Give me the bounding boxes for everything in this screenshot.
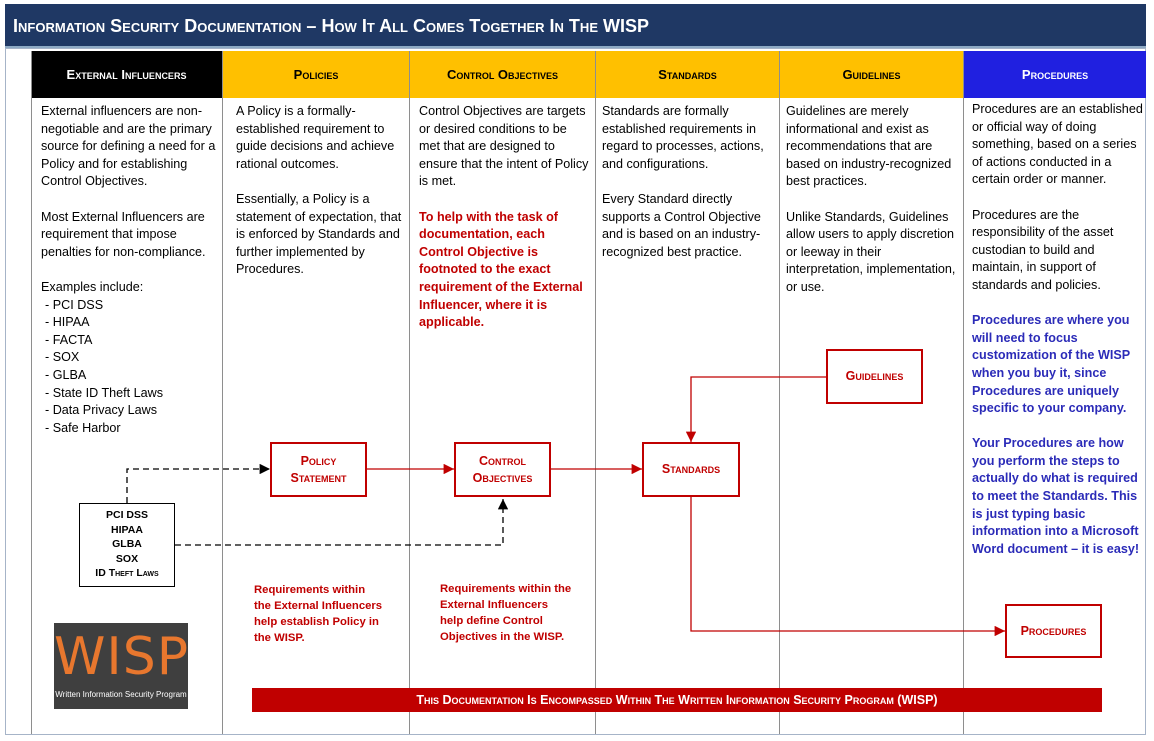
procedures-para-2: Procedures are the responsibility of the… xyxy=(972,207,1114,292)
examples-list: PCI DSS HIPAA FACTA SOX GLBA State ID Th… xyxy=(41,297,219,438)
standards-box: Standards xyxy=(642,442,740,497)
controls-description: Control Objectives are targets or desire… xyxy=(419,103,591,349)
header-external-influencers: External Influencers xyxy=(31,51,222,98)
header-standards: Standards xyxy=(596,51,779,98)
external-influencers-box: PCI DSS HIPAA GLBA SOX ID Theft Laws xyxy=(79,503,175,587)
example-item: Safe Harbor xyxy=(45,420,219,438)
policies-description: A Policy is a formally-established requi… xyxy=(236,103,404,297)
example-item: SOX xyxy=(45,349,219,367)
guidelines-description: Guidelines are merely informational and … xyxy=(786,103,958,314)
procedures-para-1: Procedures are an established or officia… xyxy=(972,102,1143,187)
controls-para-2: To help with the task of documentation, … xyxy=(419,209,583,330)
standards-para-2: Every Standard directly supports a Contr… xyxy=(602,191,761,259)
ext-to-policy-arrow xyxy=(126,463,270,503)
procedures-box: Procedures xyxy=(1005,604,1102,658)
examples-intro: Examples include: xyxy=(41,279,144,294)
procedures-description: Procedures are an established or officia… xyxy=(972,101,1144,576)
ext-list-item: ID Theft Laws xyxy=(95,567,159,579)
header-procedures: Procedures xyxy=(964,51,1146,98)
ext-list-item: HIPAA xyxy=(111,523,143,536)
wisp-logo: WISP Written Information Security Progra… xyxy=(54,623,188,709)
header-guidelines: Guidelines xyxy=(780,51,963,98)
policy-note: Requirements within the External Influen… xyxy=(254,584,383,644)
external-para-2: Most External Influencers are requiremen… xyxy=(41,209,206,259)
header-control-objectives: Control Objectives xyxy=(410,51,595,98)
external-description: External influencers are non-negotiable … xyxy=(41,103,219,437)
guidelines-para-1: Guidelines are merely informational and … xyxy=(786,104,952,189)
column-divider xyxy=(595,51,596,734)
column-divider xyxy=(31,51,32,734)
procedures-para-4: Your Procedures are how you perform the … xyxy=(972,436,1140,556)
column-divider xyxy=(963,51,964,734)
column-divider xyxy=(409,51,410,734)
logo-word: WISP xyxy=(54,627,190,687)
example-item: GLBA xyxy=(45,367,219,385)
header-policies: Policies xyxy=(223,51,409,98)
logo-subtitle: Written Information Security Program xyxy=(55,690,187,699)
external-para-1: External influencers are non-negotiable … xyxy=(41,104,216,189)
control-note: Requirements within the External Influen… xyxy=(440,583,572,643)
example-item: PCI DSS xyxy=(45,297,219,315)
procedures-para-3: Procedures are where you will need to fo… xyxy=(972,313,1130,416)
policies-para-1: A Policy is a formally-established requi… xyxy=(236,104,395,171)
guidelines-box: Guidelines xyxy=(826,349,923,404)
page-title: Information Security Documentation – How… xyxy=(5,4,1146,48)
standards-description: Standards are formally established requi… xyxy=(602,103,775,279)
example-item: HIPAA xyxy=(45,314,219,332)
policy-statement-box: Policy Statement xyxy=(270,442,367,497)
column-divider xyxy=(779,51,780,734)
example-item: FACTA xyxy=(45,332,219,350)
example-item: Data Privacy Laws xyxy=(45,402,219,420)
standards-para-1: Standards are formally established requi… xyxy=(602,104,764,171)
column-divider xyxy=(222,51,223,734)
ext-list-item: SOX xyxy=(115,552,139,565)
ext-list-item: PCI DSS xyxy=(105,509,148,521)
control-objectives-box: Control Objectives xyxy=(454,442,551,497)
guidelines-para-2: Unlike Standards, Guidelines allow users… xyxy=(786,209,956,294)
standards-to-procedures-arrow xyxy=(690,497,1005,637)
diagram-frame xyxy=(5,48,1146,735)
ext-list-item: GLBA xyxy=(112,538,142,550)
guidelines-to-standards-arrow xyxy=(685,376,826,442)
policies-para-2: Essentially, a Policy is a statement of … xyxy=(236,191,402,277)
ext-to-control-arrow xyxy=(175,499,509,546)
wisp-banner: This Documentation Is Encompassed Within… xyxy=(252,688,1102,712)
controls-para-1: Control Objectives are targets or desire… xyxy=(419,104,589,189)
example-item: State ID Theft Laws xyxy=(45,385,219,403)
